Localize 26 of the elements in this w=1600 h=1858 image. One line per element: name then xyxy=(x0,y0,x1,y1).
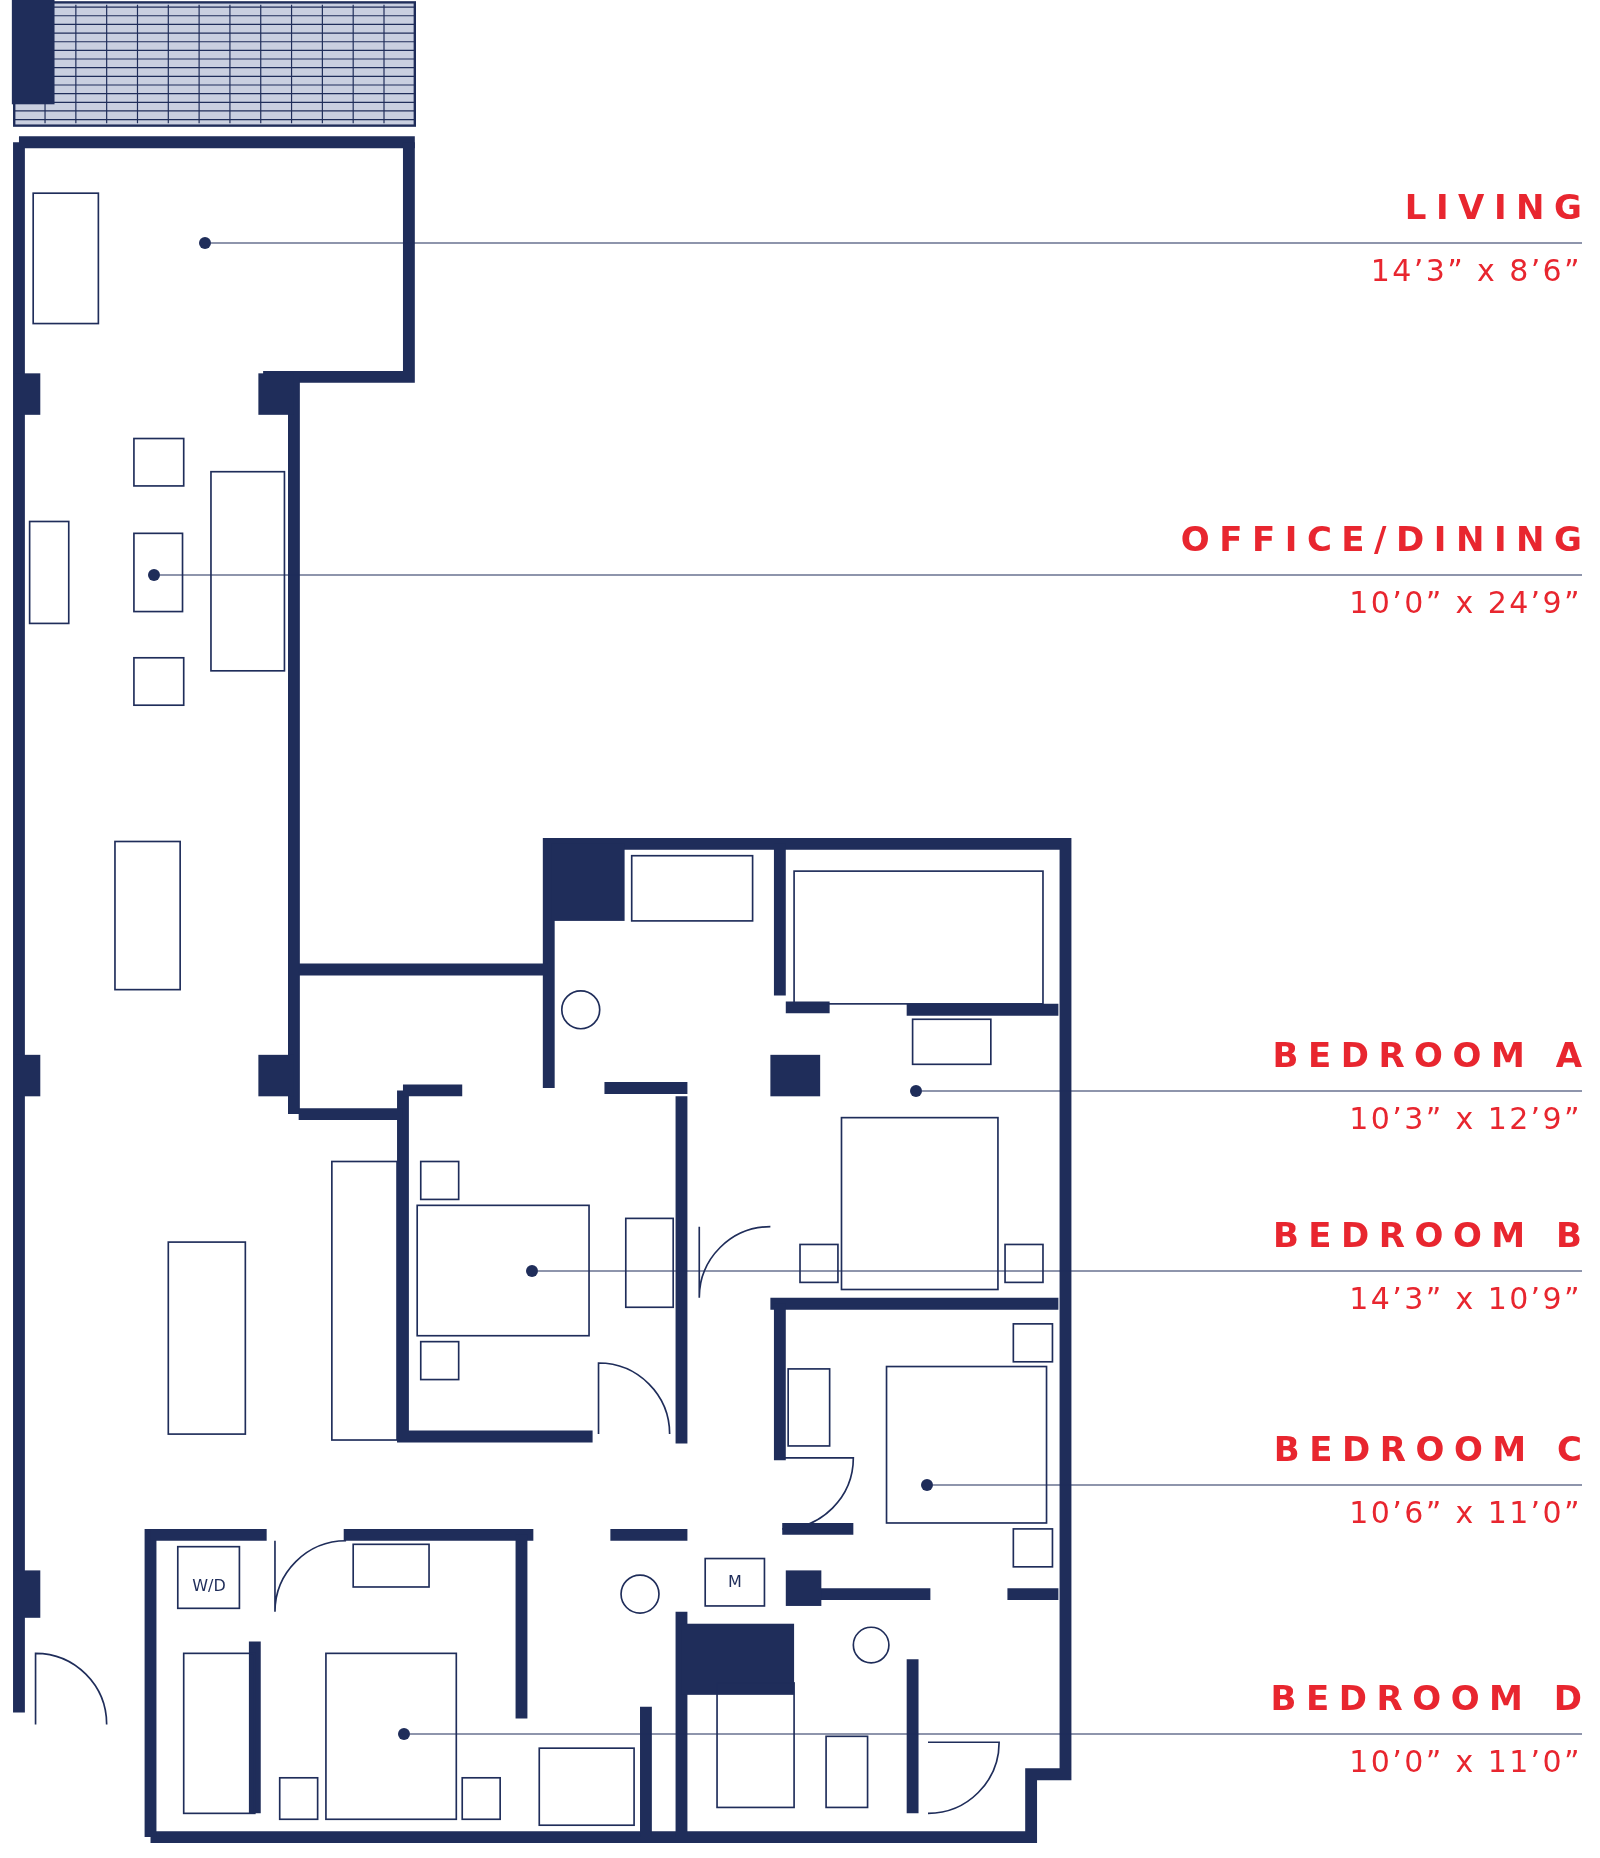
room-name: BEDROOM D xyxy=(1270,1677,1592,1720)
leader-dot xyxy=(199,237,211,249)
leader-dot xyxy=(921,1479,933,1491)
leader-line xyxy=(210,242,1583,244)
leader-line xyxy=(537,1270,1583,1272)
room-name: BEDROOM B xyxy=(1272,1214,1592,1257)
room-name: OFFICE/DINING xyxy=(1180,518,1592,561)
room-dimension: 10’0” x 24’9” xyxy=(1349,584,1582,622)
appliance-label: M xyxy=(728,1571,742,1591)
room-name: BEDROOM C xyxy=(1273,1428,1592,1471)
room-name: BEDROOM A xyxy=(1272,1034,1592,1077)
room-dimension: 10’0” x 11’0” xyxy=(1349,1743,1582,1781)
leader-line xyxy=(159,574,1583,576)
room-name: LIVING xyxy=(1404,186,1592,229)
appliance-label: W/D xyxy=(192,1575,226,1595)
room-dimension: 10’3” x 12’9” xyxy=(1349,1100,1582,1138)
leader-dot xyxy=(398,1728,410,1740)
leader-line xyxy=(932,1484,1583,1486)
room-dimension: 10’6” x 11’0” xyxy=(1349,1494,1582,1532)
room-dimension: 14’3” x 8’6” xyxy=(1370,252,1582,290)
leader-dot xyxy=(148,569,160,581)
leader-dot xyxy=(910,1085,922,1097)
leader-line xyxy=(921,1090,1583,1092)
leader-dot xyxy=(526,1265,538,1277)
room-dimension: 14’3” x 10’9” xyxy=(1349,1280,1582,1318)
leader-line xyxy=(409,1733,1583,1735)
